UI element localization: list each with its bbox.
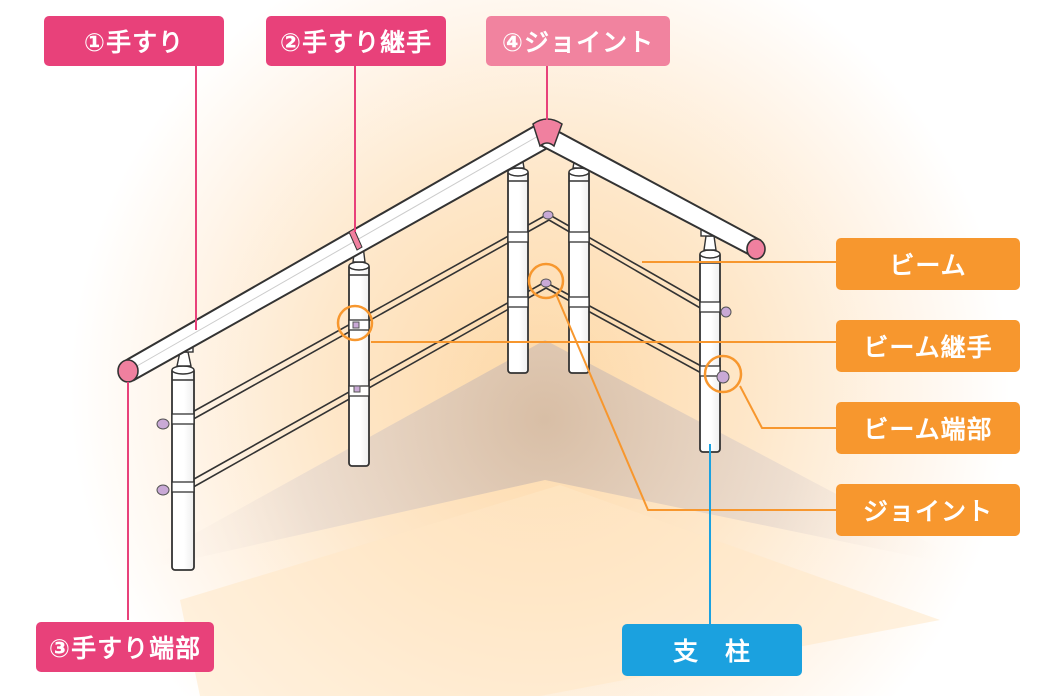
beam-joint-marker-upper xyxy=(352,321,360,329)
beam-end-caps xyxy=(156,306,732,496)
handrail-joint-label: ②手すり継手 xyxy=(266,16,446,66)
post-right xyxy=(699,251,721,453)
beam-corner-joint-label: ジョイント xyxy=(836,484,1020,536)
beam-joint-marker-lower xyxy=(353,385,361,393)
handrail-end-label: ③手すり端部 xyxy=(36,622,214,672)
handrail xyxy=(117,118,766,383)
handrail-label: ①手すり xyxy=(44,16,224,66)
beam-joint-label: ビーム継手 xyxy=(836,320,1020,372)
post-left-middle xyxy=(348,263,370,467)
floor-shadow xyxy=(120,340,980,575)
callout-circles xyxy=(336,262,743,394)
joint-label: ④ジョイント xyxy=(486,16,670,66)
leader-lines xyxy=(127,66,836,624)
beam-corner-joint-lower xyxy=(540,278,552,288)
handrail-end-cap-left xyxy=(117,359,139,383)
handrail-corner-joint xyxy=(532,118,563,148)
handrail-joint-marker xyxy=(348,228,363,251)
post-left-front xyxy=(171,367,195,571)
post-label: 支 柱 xyxy=(622,624,802,676)
beam-label: ビーム xyxy=(836,238,1020,290)
beam-end-label: ビーム端部 xyxy=(836,402,1020,454)
handrail-end-cap-right xyxy=(746,238,766,260)
beam-corner-joint-upper xyxy=(542,210,554,220)
